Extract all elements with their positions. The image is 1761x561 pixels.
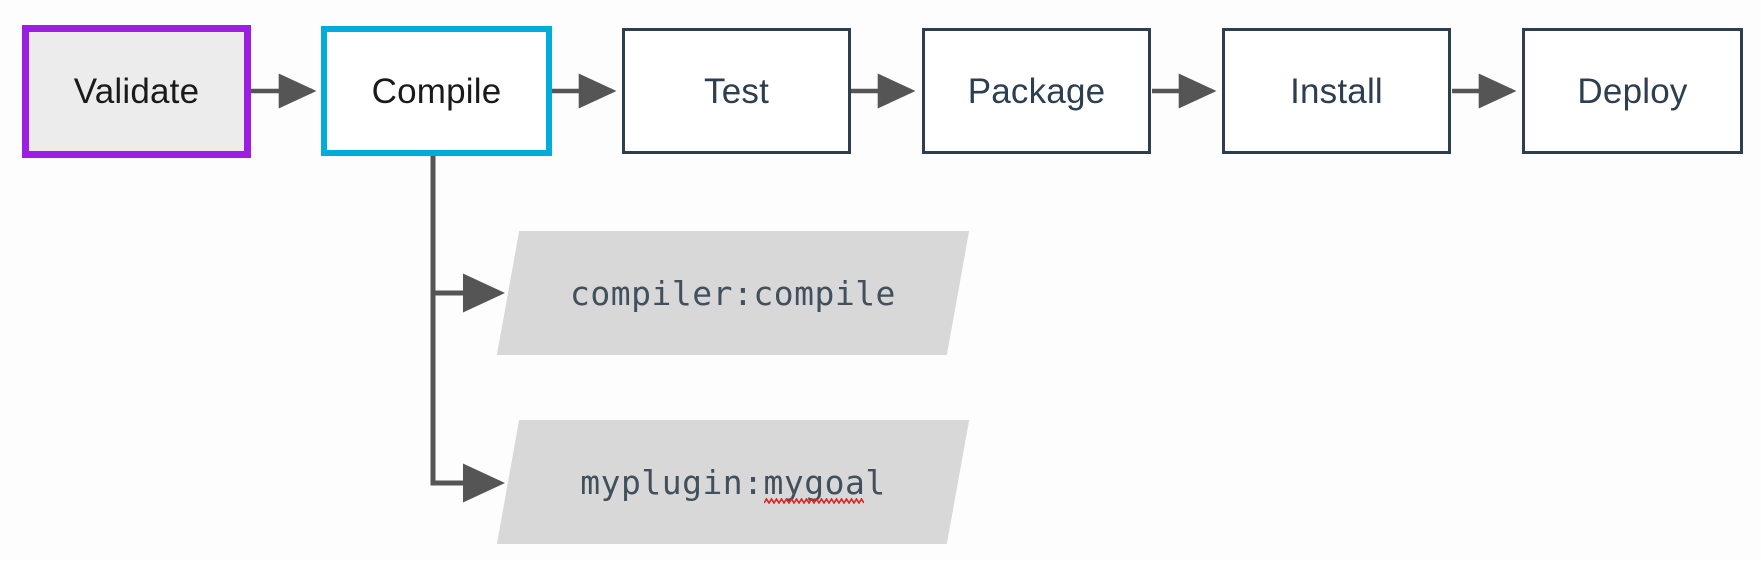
edge-compile-to-goal-2 [430,290,505,503]
spellcheck-misspelled-word: mygoal [763,462,886,502]
phase-node-test[interactable]: Test [622,28,851,154]
phase-node-compile[interactable]: Compile [321,26,552,156]
edge-compile-to-goal-1 [430,149,505,313]
phase-label-package: Package [967,71,1106,111]
phase-node-validate[interactable]: Validate [22,25,251,158]
phase-node-deploy[interactable]: Deploy [1522,28,1743,154]
goal-label-myplugin-mygoal: myplugin:mygoal [508,420,958,544]
goal-label-compiler-compile: compiler:compile [508,231,958,355]
goal-node-myplugin-mygoal[interactable]: myplugin:mygoal [496,420,970,544]
goal-text-compiler-compile: compiler:compile [570,273,896,313]
phase-node-install[interactable]: Install [1222,28,1451,154]
phase-label-install: Install [1290,71,1383,111]
goal-text-prefix-myplugin: myplugin: [580,462,764,502]
spellcheck-squiggle-icon [764,498,864,504]
phase-label-validate: Validate [73,72,200,111]
goal-text-misspelled-mygoal: mygoal [763,462,886,502]
phase-label-test: Test [704,71,769,111]
goal-node-compiler-compile[interactable]: compiler:compile [496,231,970,355]
phase-label-compile: Compile [371,71,502,111]
phase-node-package[interactable]: Package [922,28,1151,154]
phase-label-deploy: Deploy [1577,71,1688,111]
